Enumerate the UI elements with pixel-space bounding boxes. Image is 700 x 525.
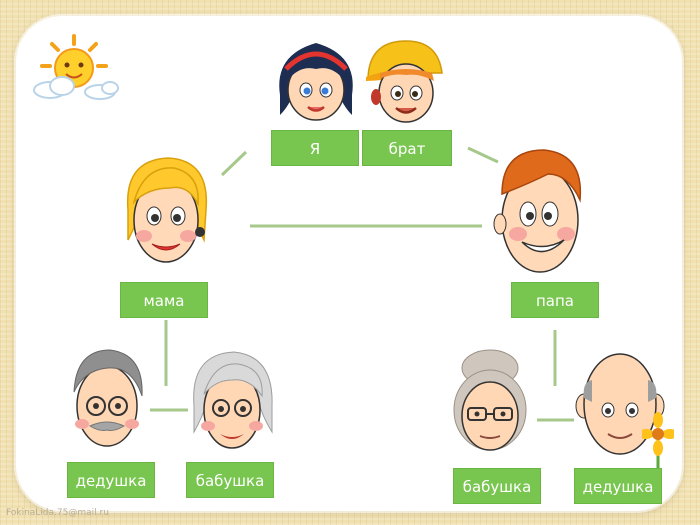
grandma-glasses-face-icon <box>453 349 527 451</box>
label-paternal-grandpa: дедушка <box>574 468 662 504</box>
label-dad: папа <box>511 282 599 318</box>
flower-icon <box>642 412 674 468</box>
connector-brother-dad <box>467 146 499 164</box>
grandpa-face-icon <box>73 349 143 447</box>
label-maternal-grandma: бабушка <box>186 462 274 498</box>
bald-grandpa-face-icon <box>575 353 665 455</box>
label-me: Я <box>271 130 359 166</box>
label-paternal-grandma: бабушка <box>453 468 541 504</box>
girl-face-icon <box>279 43 353 121</box>
label-maternal-grandpa: дедушка <box>67 462 155 498</box>
watermark: FokinaLida.75@mail.ru <box>6 508 109 518</box>
boy-face-icon <box>366 40 443 123</box>
grandma-face-icon <box>193 351 273 449</box>
mom-face-icon <box>126 157 208 263</box>
label-brother: брат <box>362 130 452 166</box>
sun-icon <box>33 34 119 100</box>
connector-me-mom <box>220 150 248 177</box>
label-mom: мама <box>120 282 208 318</box>
dad-face-icon <box>493 149 582 273</box>
